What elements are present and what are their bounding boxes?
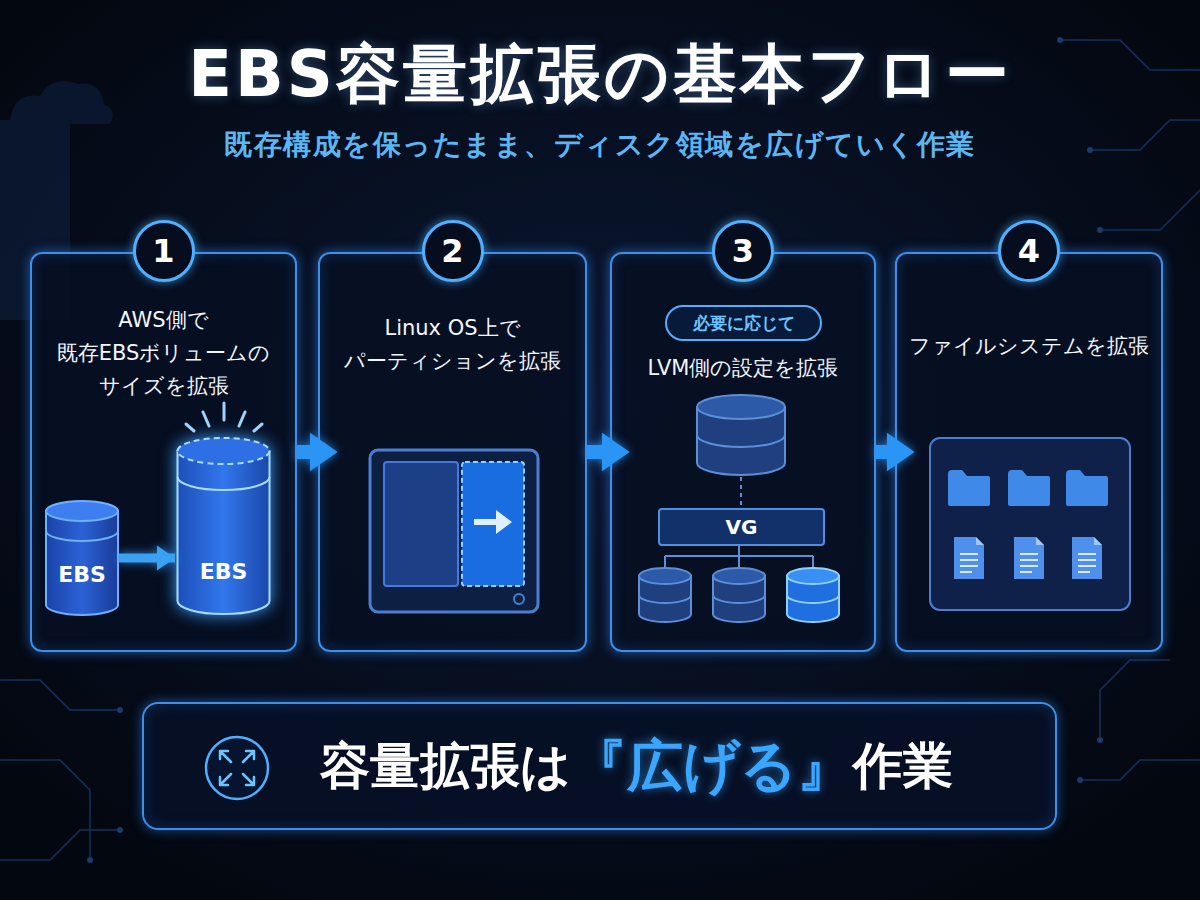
circuit-dot	[1077, 777, 1083, 783]
circuit-line	[0, 760, 90, 860]
circuit-line	[1100, 660, 1170, 740]
ebs-volume-expanded: EBS	[175, 437, 272, 615]
cylinder-outline	[175, 437, 272, 615]
cylinder-body	[178, 451, 270, 614]
flow-arrow	[876, 445, 895, 459]
step-box: 2Linux OS上で パーティションを拡張	[318, 252, 587, 652]
step-box: 4ファイルシステムを拡張	[895, 252, 1163, 652]
summary-text: 容量拡張は	[320, 741, 571, 791]
step-number: 3	[712, 220, 774, 282]
summary-banner: 容量拡張は『広げる』作業	[142, 702, 1057, 830]
step-text: ファイルシステムを拡張	[907, 330, 1151, 363]
volume-group-box: VG	[658, 508, 825, 546]
cylinder-band	[178, 477, 270, 490]
circuit-dot	[1057, 37, 1063, 43]
step-number: 4	[998, 220, 1060, 282]
diagram-title: EBS容量拡張の基本フロー	[0, 34, 1200, 114]
cylinder-body	[46, 511, 118, 615]
circuit-dot	[117, 827, 123, 833]
volume-group-label: VG	[660, 510, 823, 544]
flow-arrow	[297, 445, 318, 459]
circuit-dot	[1087, 147, 1093, 153]
badge-text: 必要に応じて	[667, 307, 820, 339]
ebs-volume: EBS	[45, 500, 119, 616]
circuit-dot	[117, 707, 123, 713]
circuit-line	[1100, 190, 1200, 230]
step-text: AWS側で 既存EBSボリュームの サイズを拡張	[42, 304, 285, 403]
condition-badge: 必要に応じて	[665, 305, 822, 341]
circuit-line	[0, 830, 120, 860]
summary-text: 作業	[853, 741, 953, 791]
cylinder-top	[178, 438, 270, 464]
cylinder-outline	[45, 500, 119, 616]
step-number: 2	[422, 220, 484, 282]
circuit-lines	[0, 40, 1200, 860]
circuit-dot	[1097, 737, 1103, 743]
circuit-line	[0, 680, 120, 710]
circuit-line	[1080, 760, 1200, 780]
circuit-line	[1060, 40, 1200, 70]
step-text: LVM側の設定を拡張	[622, 352, 864, 385]
step-text: Linux OS上で パーティションを拡張	[330, 312, 575, 378]
cylinder-band	[46, 531, 118, 541]
cloud-shape	[10, 81, 113, 124]
circuit-line	[1090, 120, 1200, 150]
step-box: 1AWS側で 既存EBSボリュームの サイズを拡張EBSEBS	[30, 252, 297, 652]
circuit-dot	[87, 857, 93, 863]
step-number: 1	[133, 220, 195, 282]
volume-label: EBS	[175, 558, 272, 586]
step-box: 3LVM側の設定を拡張必要に応じてVG	[610, 252, 876, 652]
cylinder-top	[46, 501, 118, 521]
text-row: 容量拡張は『広げる』作業	[320, 704, 953, 828]
subtitle-text: 既存構成を保ったまま、ディスク領域を広げていく作業	[0, 127, 1200, 163]
flow-arrow	[587, 445, 610, 459]
circuit-dot	[1097, 227, 1103, 233]
summary-highlight: 『広げる』	[571, 738, 853, 794]
volume-label: EBS	[45, 561, 119, 589]
